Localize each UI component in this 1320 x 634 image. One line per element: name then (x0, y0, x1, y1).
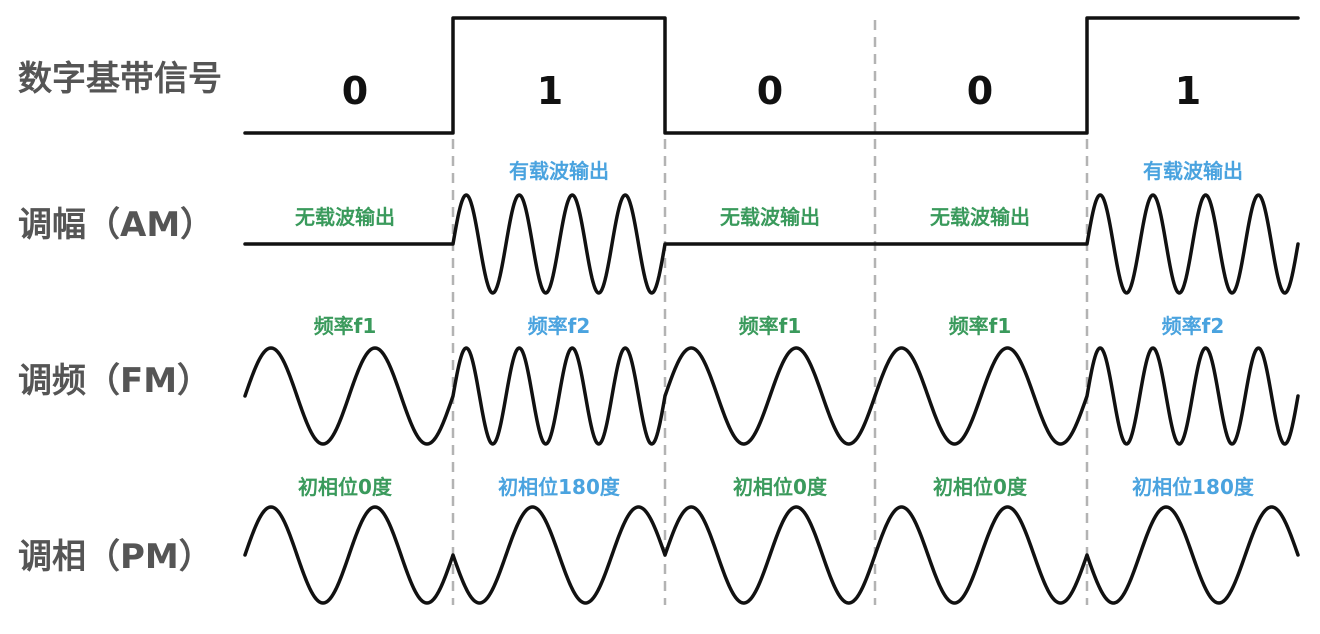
bit-dividers (451, 20, 1089, 605)
fm-signal: 频率f1 频率f2 频率f1 频率f1 频率f2 (243, 314, 1300, 446)
am-signal: 无载波输出 有载波输出 无载波输出 无载波输出 有载波输出 (243, 159, 1300, 295)
pm-note: 初相位0度 (733, 475, 828, 499)
pm-note: 初相位180度 (1132, 475, 1255, 499)
digital-signal: 0 1 0 0 1 (243, 16, 1300, 135)
am-note: 有载波输出 (1143, 159, 1243, 183)
bit-label: 1 (1175, 69, 1201, 113)
row-label-fm: 调频（FM） (18, 361, 211, 401)
row-label-am: 调幅（AM） (18, 205, 214, 245)
fm-note: 频率f2 (1162, 314, 1225, 338)
fm-note: 频率f1 (949, 314, 1012, 338)
pm-note: 初相位0度 (933, 475, 1028, 499)
pm-note: 初相位180度 (498, 475, 621, 499)
fm-note: 频率f2 (528, 314, 591, 338)
fm-waveform (243, 346, 1300, 446)
fm-note: 频率f1 (739, 314, 802, 338)
pm-waveform (243, 505, 1300, 605)
fm-note: 频率f1 (314, 314, 377, 338)
pm-signal: 初相位0度 初相位180度 初相位0度 初相位0度 初相位180度 (243, 475, 1300, 605)
am-note: 无载波输出 (720, 205, 820, 229)
bit-label: 0 (757, 69, 783, 113)
digital-baseband-waveform (243, 16, 1300, 135)
row-label-pm: 调相（PM） (18, 537, 213, 577)
am-waveform (243, 193, 1300, 295)
bit-label: 0 (967, 69, 993, 113)
am-note: 无载波输出 (295, 205, 395, 229)
row-label-digital: 数字基带信号 (18, 59, 222, 99)
bit-label: 1 (537, 69, 563, 113)
am-note: 无载波输出 (930, 205, 1030, 229)
pm-note: 初相位0度 (298, 475, 393, 499)
bit-label: 0 (342, 69, 368, 113)
am-note: 有载波输出 (509, 159, 609, 183)
